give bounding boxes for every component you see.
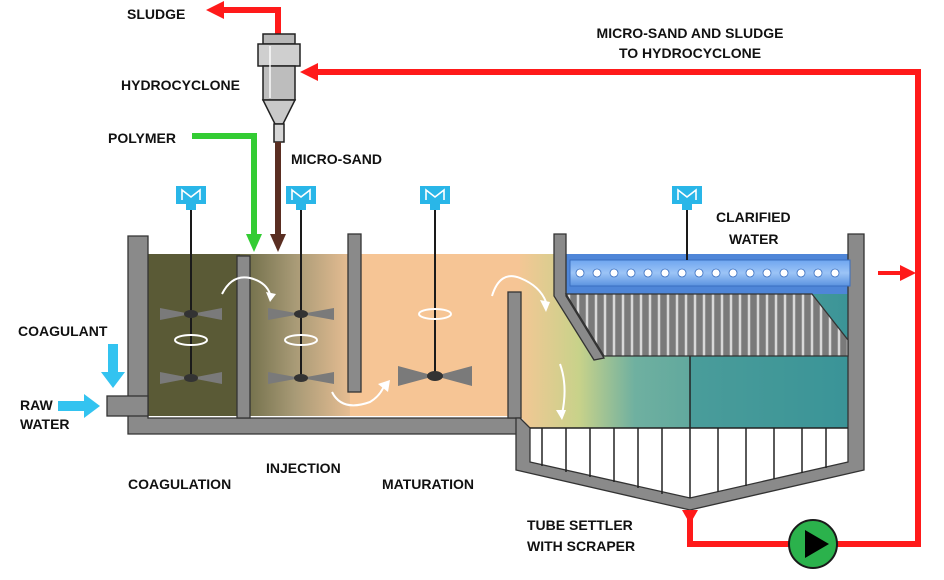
polymer-line [192,133,262,252]
label-tube-settler-line1: TUBE SETTLER [527,517,633,533]
label-sludge: SLUDGE [127,6,185,22]
coagulant-arrow [101,344,125,388]
label-coagulant: COAGULANT [18,323,108,339]
mixer-scraper-motor [672,186,702,260]
label-raw-line2: WATER [20,416,70,432]
label-hydrocyclone: HYDROCYCLONE [121,77,240,93]
label-micro-sand-sludge-line1: MICRO-SAND AND SLUDGE [597,25,784,41]
pipe-holes [575,268,840,278]
label-micro-sand: MICRO-SAND [291,151,382,167]
label-raw-line1: RAW [20,397,53,413]
flow-arrows [174,275,566,420]
scraper-grid [530,356,848,498]
label-micro-sand-sludge-line2: TO HYDROCYCLONE [619,45,761,61]
mixer-coagulation [160,186,222,384]
hydrocyclone-icon [257,33,301,143]
label-tube-settler-line2: WITH SCRAPER [527,538,635,554]
tube-settler [564,293,849,357]
label-clarified-line2: WATER [729,231,779,247]
raw-water-arrow [58,394,100,418]
mixer-injection [268,186,334,384]
pump-icon [788,519,838,569]
label-maturation: MATURATION [382,476,474,492]
label-polymer: POLYMER [108,130,176,146]
label-coagulation: COAGULATION [128,476,231,492]
mixer-maturation [398,186,472,386]
recycle-line [206,1,921,547]
micro-sand-line [270,142,286,252]
label-clarified-line1: CLARIFIED [716,209,791,225]
clarified-outlet-arrow [878,265,916,281]
tank-walls [106,233,865,511]
label-injection: INJECTION [266,460,341,476]
